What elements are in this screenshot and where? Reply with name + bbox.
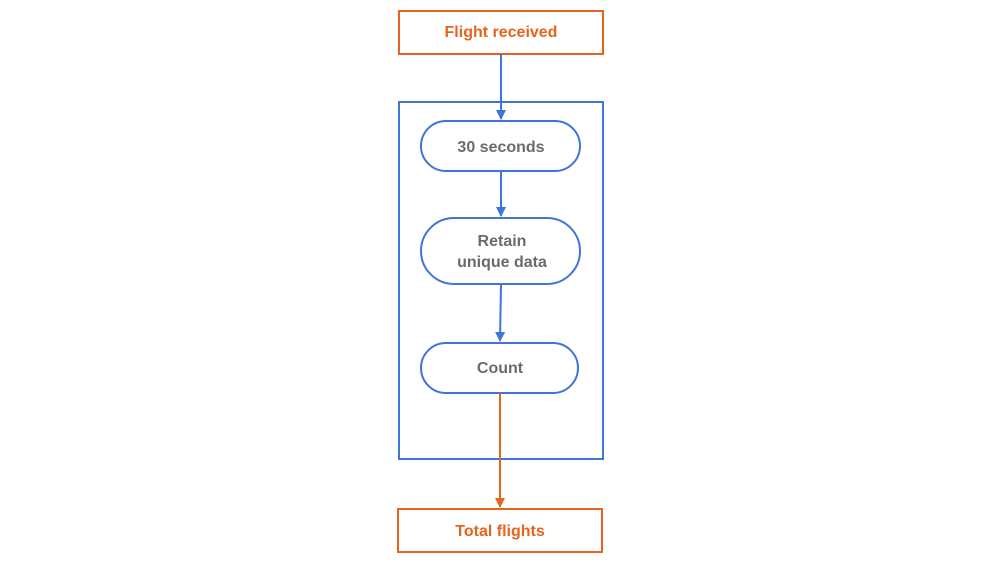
retain-unique-data-node: Retain unique data: [420, 217, 581, 285]
30-seconds-node: 30 seconds: [420, 120, 581, 172]
flight-received-node: Flight received: [398, 10, 604, 55]
total-flights-label: Total flights: [455, 523, 545, 540]
count-label: Count: [477, 360, 524, 377]
retain-label-line1: Retain: [478, 233, 527, 250]
count-node: Count: [420, 342, 579, 394]
arrow-retain-to-count: [495, 283, 506, 342]
flight-received-label: Flight received: [445, 24, 558, 41]
retain-label-line2: unique data: [457, 254, 547, 271]
30-seconds-label: 30 seconds: [457, 139, 544, 156]
total-flights-node: Total flights: [397, 508, 603, 553]
